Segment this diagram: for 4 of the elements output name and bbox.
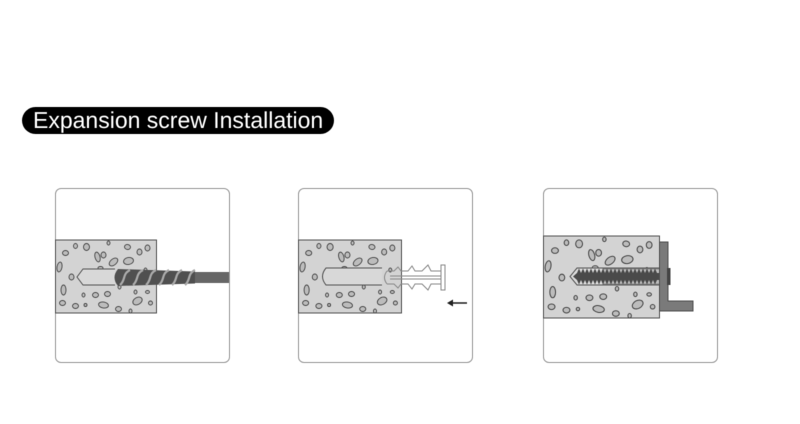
illustration-panel xyxy=(298,188,473,363)
title-banner: Expansion screw Installation xyxy=(22,107,334,134)
illustration-panel xyxy=(543,188,718,363)
illustration-panel xyxy=(55,188,230,363)
